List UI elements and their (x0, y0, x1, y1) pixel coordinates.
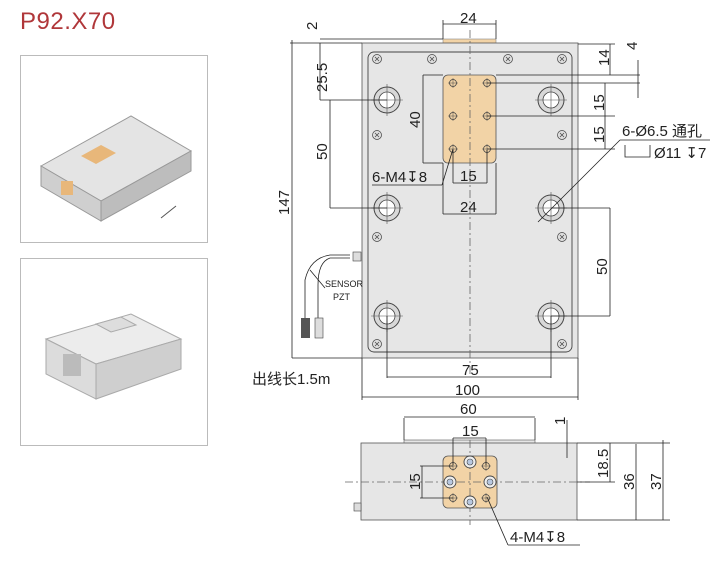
copper-pad (442, 74, 497, 164)
screw-icon (557, 339, 567, 349)
front-view: 60 15 15 1 18.5 36 37 4-M4↧8 (345, 401, 670, 546)
through-hole-icon (483, 475, 497, 489)
callout-through-hole: 6-Ø6.5 通孔 (622, 123, 702, 140)
threaded-hole-icon (481, 493, 491, 503)
dim-body-height: 36 (621, 473, 638, 490)
dim-center-height: 18.5 (595, 449, 612, 478)
screw-icon (427, 54, 437, 64)
model-title: P92.X70 (20, 8, 116, 35)
dim-pad-row2: 15 (591, 126, 608, 143)
screw-icon (557, 54, 567, 64)
dim-overall-width: 100 (455, 382, 480, 399)
dim-hole-pitch-x: 15 (462, 423, 479, 440)
screw-icon (372, 232, 382, 242)
dim-hole-pitch-y: 15 (407, 473, 424, 490)
screw-icon (372, 54, 382, 64)
dim-pad-width: 24 (460, 199, 477, 216)
screw-icon (372, 130, 382, 140)
dim-pad-row1: 15 (591, 94, 608, 111)
counterbore-hole-icon (535, 84, 567, 116)
threaded-hole-icon (448, 78, 458, 88)
product-photo-side (20, 258, 208, 446)
dim-tab-width: 60 (460, 401, 477, 418)
through-hole-icon (463, 495, 477, 509)
top-view: 24 2 25.5 50 147 40 15 24 14 4 15 15 50 … (252, 10, 710, 400)
through-hole-icon (443, 475, 457, 489)
screw-icon (372, 339, 382, 349)
cable-assembly (301, 251, 362, 339)
label-pzt: PZT (333, 292, 351, 302)
dim-overall-height: 37 (648, 473, 665, 490)
screw-icon (503, 54, 513, 64)
screw-icon (557, 130, 567, 140)
through-hole-icon (463, 455, 477, 469)
callout-counterbore: Ø11 ↧7 (654, 145, 706, 162)
dim-edge-offset: 4 (624, 42, 641, 50)
product-photo-top (20, 55, 208, 243)
dim-row-pitch-left: 50 (314, 143, 331, 160)
dim-top-tab-width: 24 (460, 10, 477, 27)
threaded-hole-icon (448, 111, 458, 121)
dim-top-offset: 2 (304, 22, 321, 30)
label-sensor: SENSOR (325, 279, 364, 289)
dim-tab-height: 1 (552, 417, 569, 425)
product-image (44, 313, 183, 400)
dim-pad-height: 40 (407, 111, 424, 128)
dim-pad-top-offset: 14 (596, 49, 613, 66)
cable-length-note: 出线长1.5m (252, 371, 330, 388)
callout-thread-front: 4-M4↧8 (510, 529, 565, 546)
dim-pad-hole-pitch: 15 (460, 168, 477, 185)
dim-overall-length: 147 (276, 190, 293, 215)
screw-icon (557, 232, 567, 242)
product-image (39, 115, 193, 222)
dim-first-row: 25.5 (314, 63, 331, 92)
callout-thread-top: 6-M4↧8 (372, 169, 427, 186)
dim-hole-span: 75 (462, 362, 479, 379)
dim-row-pitch-right: 50 (594, 258, 611, 275)
